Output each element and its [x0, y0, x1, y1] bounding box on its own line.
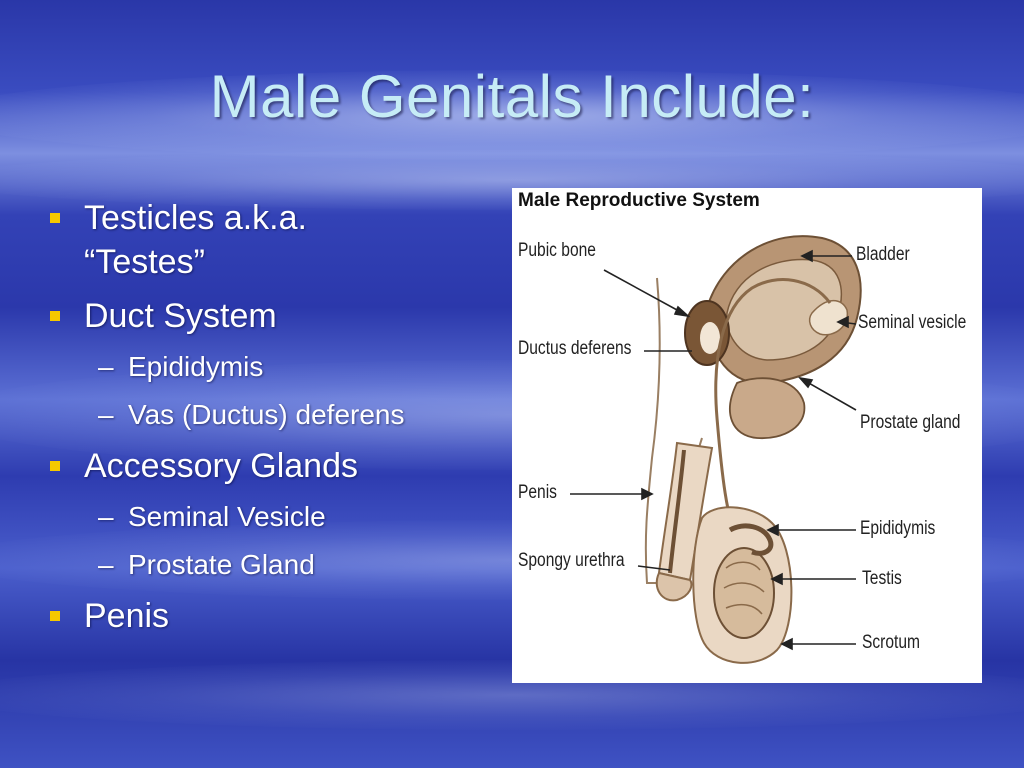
bullet-square-icon	[50, 213, 60, 223]
bullet-item-duct-system: Duct System	[44, 294, 484, 338]
label-seminal-vesicle: Seminal vesicle	[858, 312, 967, 333]
pointer-spongy-urethra	[637, 565, 671, 571]
sub-bullet-item: – Prostate Gland	[44, 546, 484, 584]
pointer-arrowhead	[641, 487, 654, 501]
pointer-pubic-bone	[603, 269, 689, 317]
pubic-bone-inner	[700, 322, 720, 354]
sub-bullet-text: Prostate Gland	[128, 549, 315, 580]
anatomy-illustration	[570, 235, 862, 664]
spongy-urethra-line	[668, 449, 686, 574]
sub-bullet-text: Seminal Vesicle	[128, 501, 326, 532]
pointer-arrowhead	[800, 249, 813, 263]
pointer-arrowhead	[797, 376, 814, 389]
sub-bullet-item: – Epididymis	[44, 348, 484, 386]
pointer-lines	[570, 249, 857, 651]
sub-bullet-text: Epididymis	[128, 351, 264, 382]
pointer-arrowhead	[770, 572, 783, 586]
bullet-text: Duct System	[84, 297, 277, 335]
epididymis-shape	[728, 523, 774, 556]
bullet-square-icon	[50, 311, 60, 321]
bullet-list: Testicles a.k.a. “Testes” Duct System – …	[44, 196, 484, 648]
bullet-text: Testicles a.k.a.	[84, 199, 307, 237]
bullet-item-accessory-glands: Accessory Glands	[44, 444, 484, 488]
pointer-arrowhead	[673, 305, 691, 318]
sub-bullet-item: – Seminal Vesicle	[44, 498, 484, 536]
pointer-arrowhead	[836, 315, 849, 329]
dash-marker: –	[98, 351, 114, 382]
bullet-text-continued: “Testes”	[84, 243, 205, 281]
sub-bullet-item: – Vas (Ductus) deferens	[44, 396, 484, 434]
pointer-arrowhead	[766, 523, 779, 537]
anatomy-diagram: Male Reproductive System Pubic bone Duct…	[512, 188, 982, 683]
dash-marker: –	[98, 501, 114, 532]
label-ductus-deferens: Ductus deferens	[518, 338, 632, 359]
bullet-text: Accessory Glands	[84, 447, 358, 485]
testis-shape	[713, 547, 775, 639]
bullet-item-testicles: Testicles a.k.a. “Testes”	[44, 196, 484, 284]
sub-bullet-text: Vas (Ductus) deferens	[128, 399, 405, 430]
diagram-title: Male Reproductive System	[518, 190, 760, 211]
slide-title: Male Genitals Include:	[209, 63, 815, 130]
dash-marker: –	[98, 399, 114, 430]
dash-marker: –	[98, 549, 114, 580]
seminal-vesicle-shape	[808, 299, 849, 336]
ductus-deferens-line	[714, 278, 832, 539]
glans-shape	[655, 571, 693, 602]
label-prostate-gland: Prostate gland	[860, 412, 961, 433]
label-testis: Testis	[862, 568, 902, 589]
background-streak	[0, 70, 1024, 160]
label-pubic-bone: Pubic bone	[518, 240, 596, 261]
label-epididymis: Epididymis	[860, 518, 936, 539]
label-scrotum: Scrotum	[862, 632, 921, 653]
bullet-text: Penis	[84, 597, 170, 635]
label-spongy-urethra: Spongy urethra	[518, 550, 625, 571]
bullet-item-penis: Penis	[44, 594, 484, 638]
bullet-square-icon	[50, 461, 60, 471]
bullet-square-icon	[50, 611, 60, 621]
testis-lobules	[723, 561, 765, 615]
label-bladder: Bladder	[856, 244, 910, 265]
label-penis: Penis	[518, 482, 557, 503]
prostate-shape	[729, 377, 806, 439]
pointer-arrowhead	[780, 637, 793, 651]
